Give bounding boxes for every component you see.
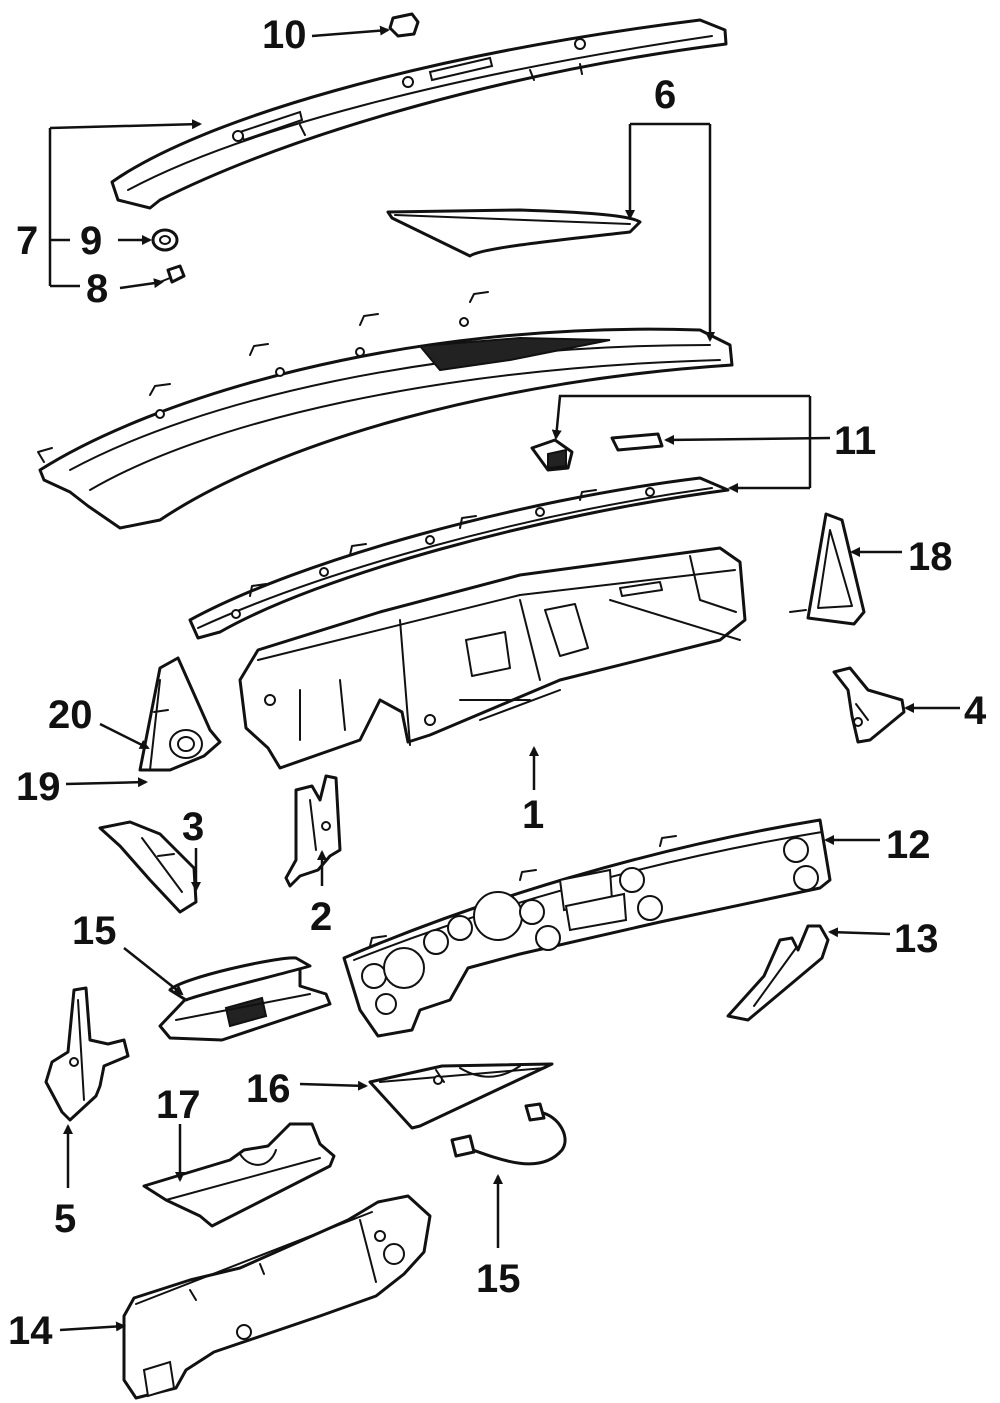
part-8-fastener[interactable]	[159, 264, 186, 284]
callout-9: 9	[80, 219, 102, 263]
callout-15-upper: 15	[72, 909, 117, 953]
part-16-lower-cover[interactable]	[368, 1062, 554, 1130]
part-15-storage-bin[interactable]	[158, 956, 332, 1042]
callout-4: 4	[964, 689, 987, 733]
callout-1: 1	[522, 793, 544, 837]
leader-lines	[48, 25, 960, 1332]
callout-15-lower: 15	[476, 1257, 521, 1301]
callout-13: 13	[894, 917, 939, 961]
callout-14: 14	[8, 1309, 53, 1353]
part-2-bracket[interactable]	[284, 774, 342, 888]
part-7-upper-pad[interactable]	[110, 18, 728, 210]
part-12-instrument-bezel[interactable]	[342, 818, 832, 1038]
part-11-pad[interactable]	[610, 432, 664, 452]
part-15-wire-harness[interactable]	[450, 1102, 567, 1166]
part-6-lid-panel[interactable]	[386, 208, 642, 258]
callout-10: 10	[262, 13, 307, 57]
part-4-bracket[interactable]	[832, 666, 906, 744]
part-5-bracket[interactable]	[44, 986, 130, 1122]
callout-3: 3	[182, 805, 204, 849]
part-19-20-end-cap[interactable]	[138, 656, 222, 772]
part-11-defroster-strip[interactable]	[188, 476, 730, 640]
part-18-end-cover[interactable]	[789, 512, 866, 626]
callout-19: 19	[16, 765, 61, 809]
callout-18: 18	[908, 535, 953, 579]
part-17-bracket-cover[interactable]	[142, 1122, 336, 1228]
part-10-clip[interactable]	[388, 12, 420, 38]
callout-5: 5	[54, 1197, 76, 1241]
part-6-top-cover[interactable]	[37, 291, 734, 530]
part-9-grommet[interactable]	[151, 228, 179, 252]
callout-20: 20	[48, 693, 93, 737]
part-1-panel-frame[interactable]	[238, 546, 747, 770]
callout-6: 6	[654, 73, 676, 117]
part-13-lower-trim[interactable]	[726, 924, 830, 1022]
callout-7: 7	[16, 219, 38, 263]
callout-8: 8	[86, 267, 108, 311]
callout-16: 16	[246, 1067, 291, 1111]
callout-2: 2	[310, 895, 332, 939]
callout-17: 17	[156, 1083, 201, 1127]
callout-labels: 10 7 9 8 6 11 18 4 1 20 19 3 2 12 13 15 …	[8, 13, 987, 1353]
callout-11: 11	[834, 419, 876, 463]
callout-12: 12	[886, 823, 931, 867]
part-14-knee-bolster[interactable]	[122, 1194, 432, 1400]
part-3-bracket[interactable]	[98, 820, 198, 914]
part-11-vent-bracket[interactable]	[530, 438, 574, 472]
